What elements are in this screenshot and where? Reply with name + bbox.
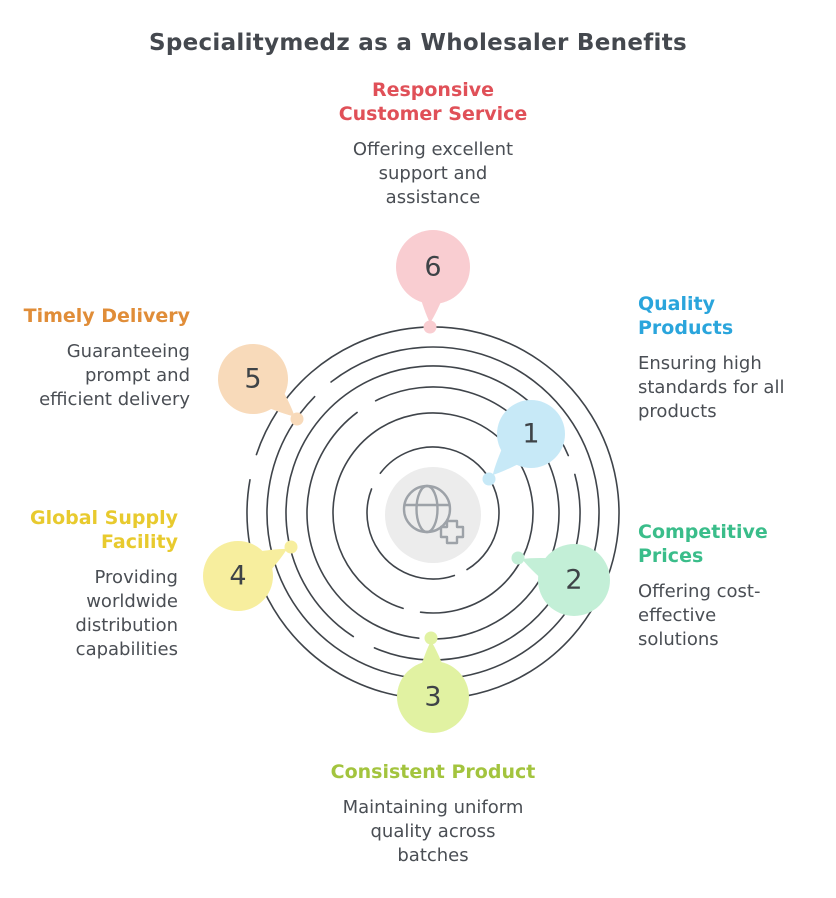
node-4-circle — [203, 541, 273, 611]
node-5-label-block: Timely Delivery Guaranteeing prompt and … — [20, 304, 190, 412]
node-5-description: Guaranteeing prompt and efficient delive… — [39, 341, 190, 410]
node-5-title: Timely Delivery — [23, 305, 190, 327]
node-6-description: Offering excellent support and assistanc… — [352, 139, 514, 208]
node-3-description: Maintaining uniform quality across batch… — [342, 797, 524, 866]
node-1-title: Quality Products — [638, 293, 734, 339]
node-3-bubble — [397, 631, 469, 733]
center-hub — [385, 467, 481, 563]
node-2-number: 2 — [565, 564, 583, 596]
node-2-bubble — [511, 544, 610, 616]
node-4-title: Global Supply Facility — [29, 507, 178, 553]
page-title: Specialitymedz as a Wholesaler Benefits — [148, 30, 688, 56]
node-3-circle — [397, 661, 469, 733]
node-5-circle — [218, 344, 288, 414]
node-5-number: 5 — [244, 363, 262, 395]
plus-cross-icon — [439, 519, 465, 545]
node-4-number: 4 — [229, 560, 247, 592]
node-6-bubble — [396, 230, 470, 334]
node-6-dot — [423, 320, 437, 334]
globe-plus-icon — [402, 484, 452, 534]
node-3-title: Consistent Product — [330, 761, 536, 783]
node-1-dot — [482, 472, 496, 486]
node-1-description: Ensuring high standards for all products — [638, 353, 785, 422]
node-6-title: Responsive Customer Service — [338, 79, 528, 125]
node-1-bubble — [482, 400, 565, 486]
node-3-label-block: Consistent Product Maintaining uniform q… — [258, 760, 608, 868]
node-4-bubble — [203, 540, 298, 611]
node-4-dot — [284, 540, 298, 554]
node-2-circle — [538, 544, 610, 616]
node-2-label-block: Competitive Prices Offering cost- effect… — [638, 520, 833, 652]
node-6-label-block: Responsive Customer Service Offering exc… — [250, 78, 616, 210]
node-4-description: Providing worldwide distribution capabil… — [75, 567, 178, 660]
node-2-title: Competitive Prices — [638, 521, 768, 567]
center-circle — [385, 467, 481, 563]
node-6-number: 6 — [424, 251, 442, 283]
node-4-label-block: Global Supply Facility Providing worldwi… — [10, 506, 178, 662]
node-6-circle — [396, 230, 470, 304]
node-1-number: 1 — [522, 418, 540, 450]
node-2-dot — [511, 551, 525, 565]
node-5-dot — [290, 412, 304, 426]
node-3-number: 3 — [424, 681, 442, 713]
node-2-description: Offering cost- effective solutions — [638, 581, 761, 650]
node-3-dot — [424, 631, 438, 645]
node-1-label-block: Quality Products Ensuring high standards… — [638, 292, 833, 424]
node-1-circle — [497, 400, 565, 468]
node-5-bubble — [218, 344, 304, 426]
